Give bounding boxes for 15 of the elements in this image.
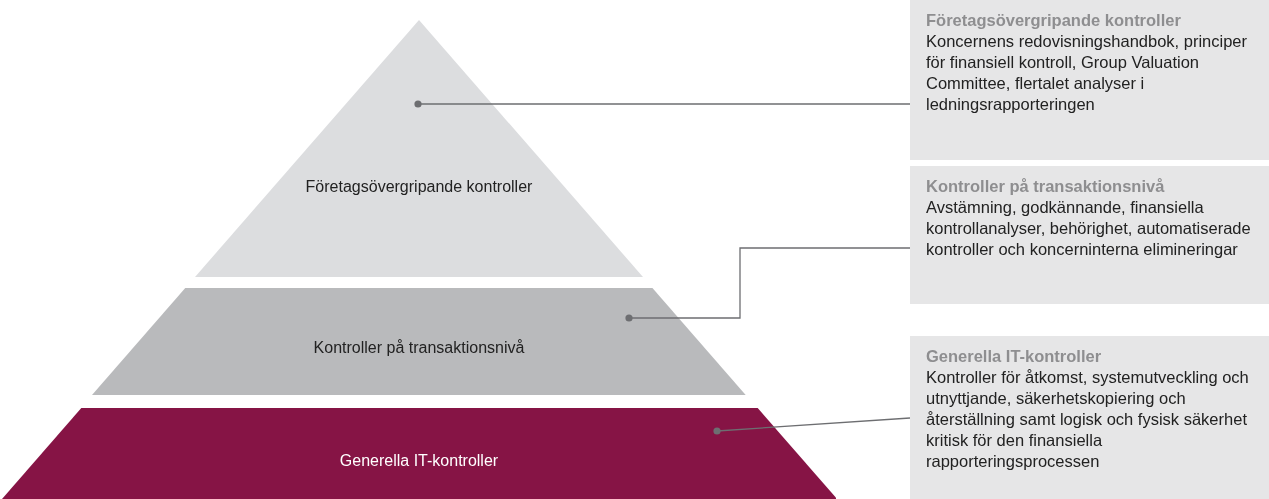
- card-text: Kontroller för åtkomst, systemutveckling och utnyttjande, säkerhetskopiering och återställning samt logisk och fysisk säkerhet kritisk för den finansiella rapporteringsprocessen: [926, 367, 1250, 472]
- card-heading: Företagsövergripande kontroller: [926, 10, 1182, 31]
- card-text: Avstämning, godkännande, finansiella kontrollanalyser, behörighet, automatiserade kontroller och koncerninterna elimineringar: [926, 197, 1252, 260]
- layer-label: Kontroller på transaktionsnivå: [312, 338, 526, 358]
- layer-label: Generella IT-kontroller: [338, 451, 500, 471]
- leader-line: [713, 417, 911, 435]
- description-card: [910, 336, 1269, 499]
- description-card: [910, 0, 1269, 160]
- card-text: Koncernens redovisningshandbok, principer för finansiell kontroll, Group Valuation Committee, flertalet analyser i ledningsrapporteringen: [926, 31, 1249, 115]
- card-heading: Generella IT-kontroller: [926, 346, 1103, 367]
- leader-line: [625, 247, 911, 322]
- card-heading: Kontroller på transaktionsnivå: [926, 176, 1166, 197]
- description-card: [910, 166, 1269, 304]
- layer-label: Företagsövergripande kontroller: [304, 177, 534, 197]
- leader-line: [414, 100, 911, 108]
